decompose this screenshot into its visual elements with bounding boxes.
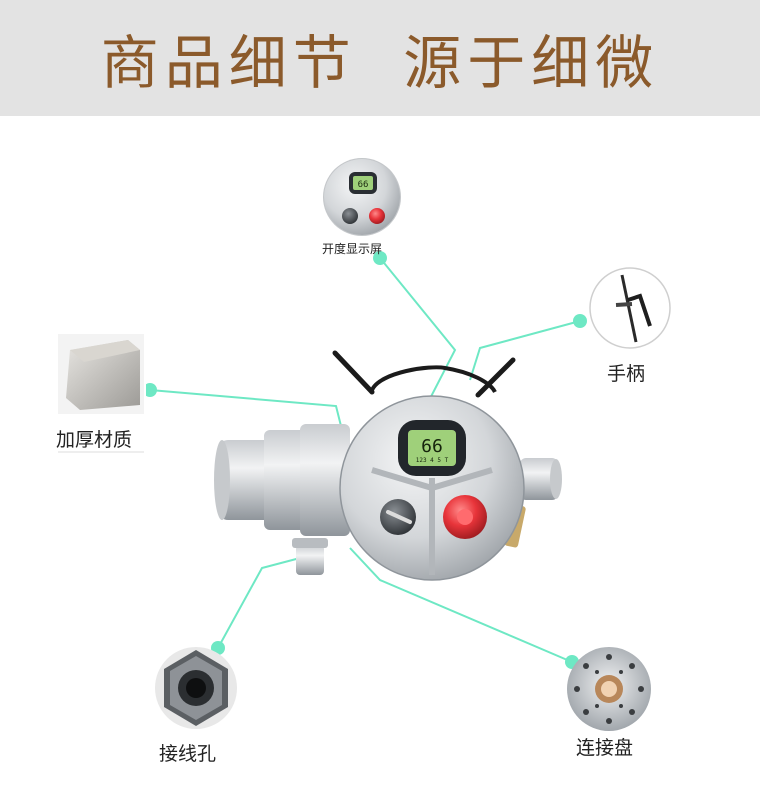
dot-material	[143, 383, 157, 397]
leader-lines	[149, 257, 581, 663]
page-title: 商品细节 源于细微	[100, 29, 660, 97]
label-flange: 连接盘	[576, 737, 634, 759]
label-material: 加厚材质	[56, 429, 133, 451]
leader-line-material	[149, 389, 343, 431]
leader-dots	[143, 251, 587, 669]
flange-thumbnail	[567, 647, 651, 731]
header-banner: 商品细节 源于细微	[0, 0, 760, 116]
label-wiring: 接线孔	[159, 743, 217, 765]
svg-text:66: 66	[358, 180, 369, 190]
material-thumbnail	[56, 332, 146, 453]
display-thumbnail: 66	[323, 158, 401, 236]
leader-line-flange	[349, 547, 573, 663]
leader-line-wiring	[217, 557, 301, 649]
leader-line-handle	[469, 320, 581, 381]
display-sub-reading: 123 4 5 T	[416, 457, 449, 464]
dot-handle	[573, 314, 587, 328]
actuator-main: 66 123 4 5 T	[214, 350, 562, 581]
wiring-thumbnail	[155, 647, 237, 729]
display-reading: 66	[421, 436, 443, 457]
handle-thumbnail	[589, 267, 671, 349]
leader-line-display	[379, 257, 457, 419]
dot-display	[373, 251, 387, 265]
label-handle: 手柄	[607, 363, 646, 385]
label-display: 开度显示屏	[322, 242, 383, 256]
